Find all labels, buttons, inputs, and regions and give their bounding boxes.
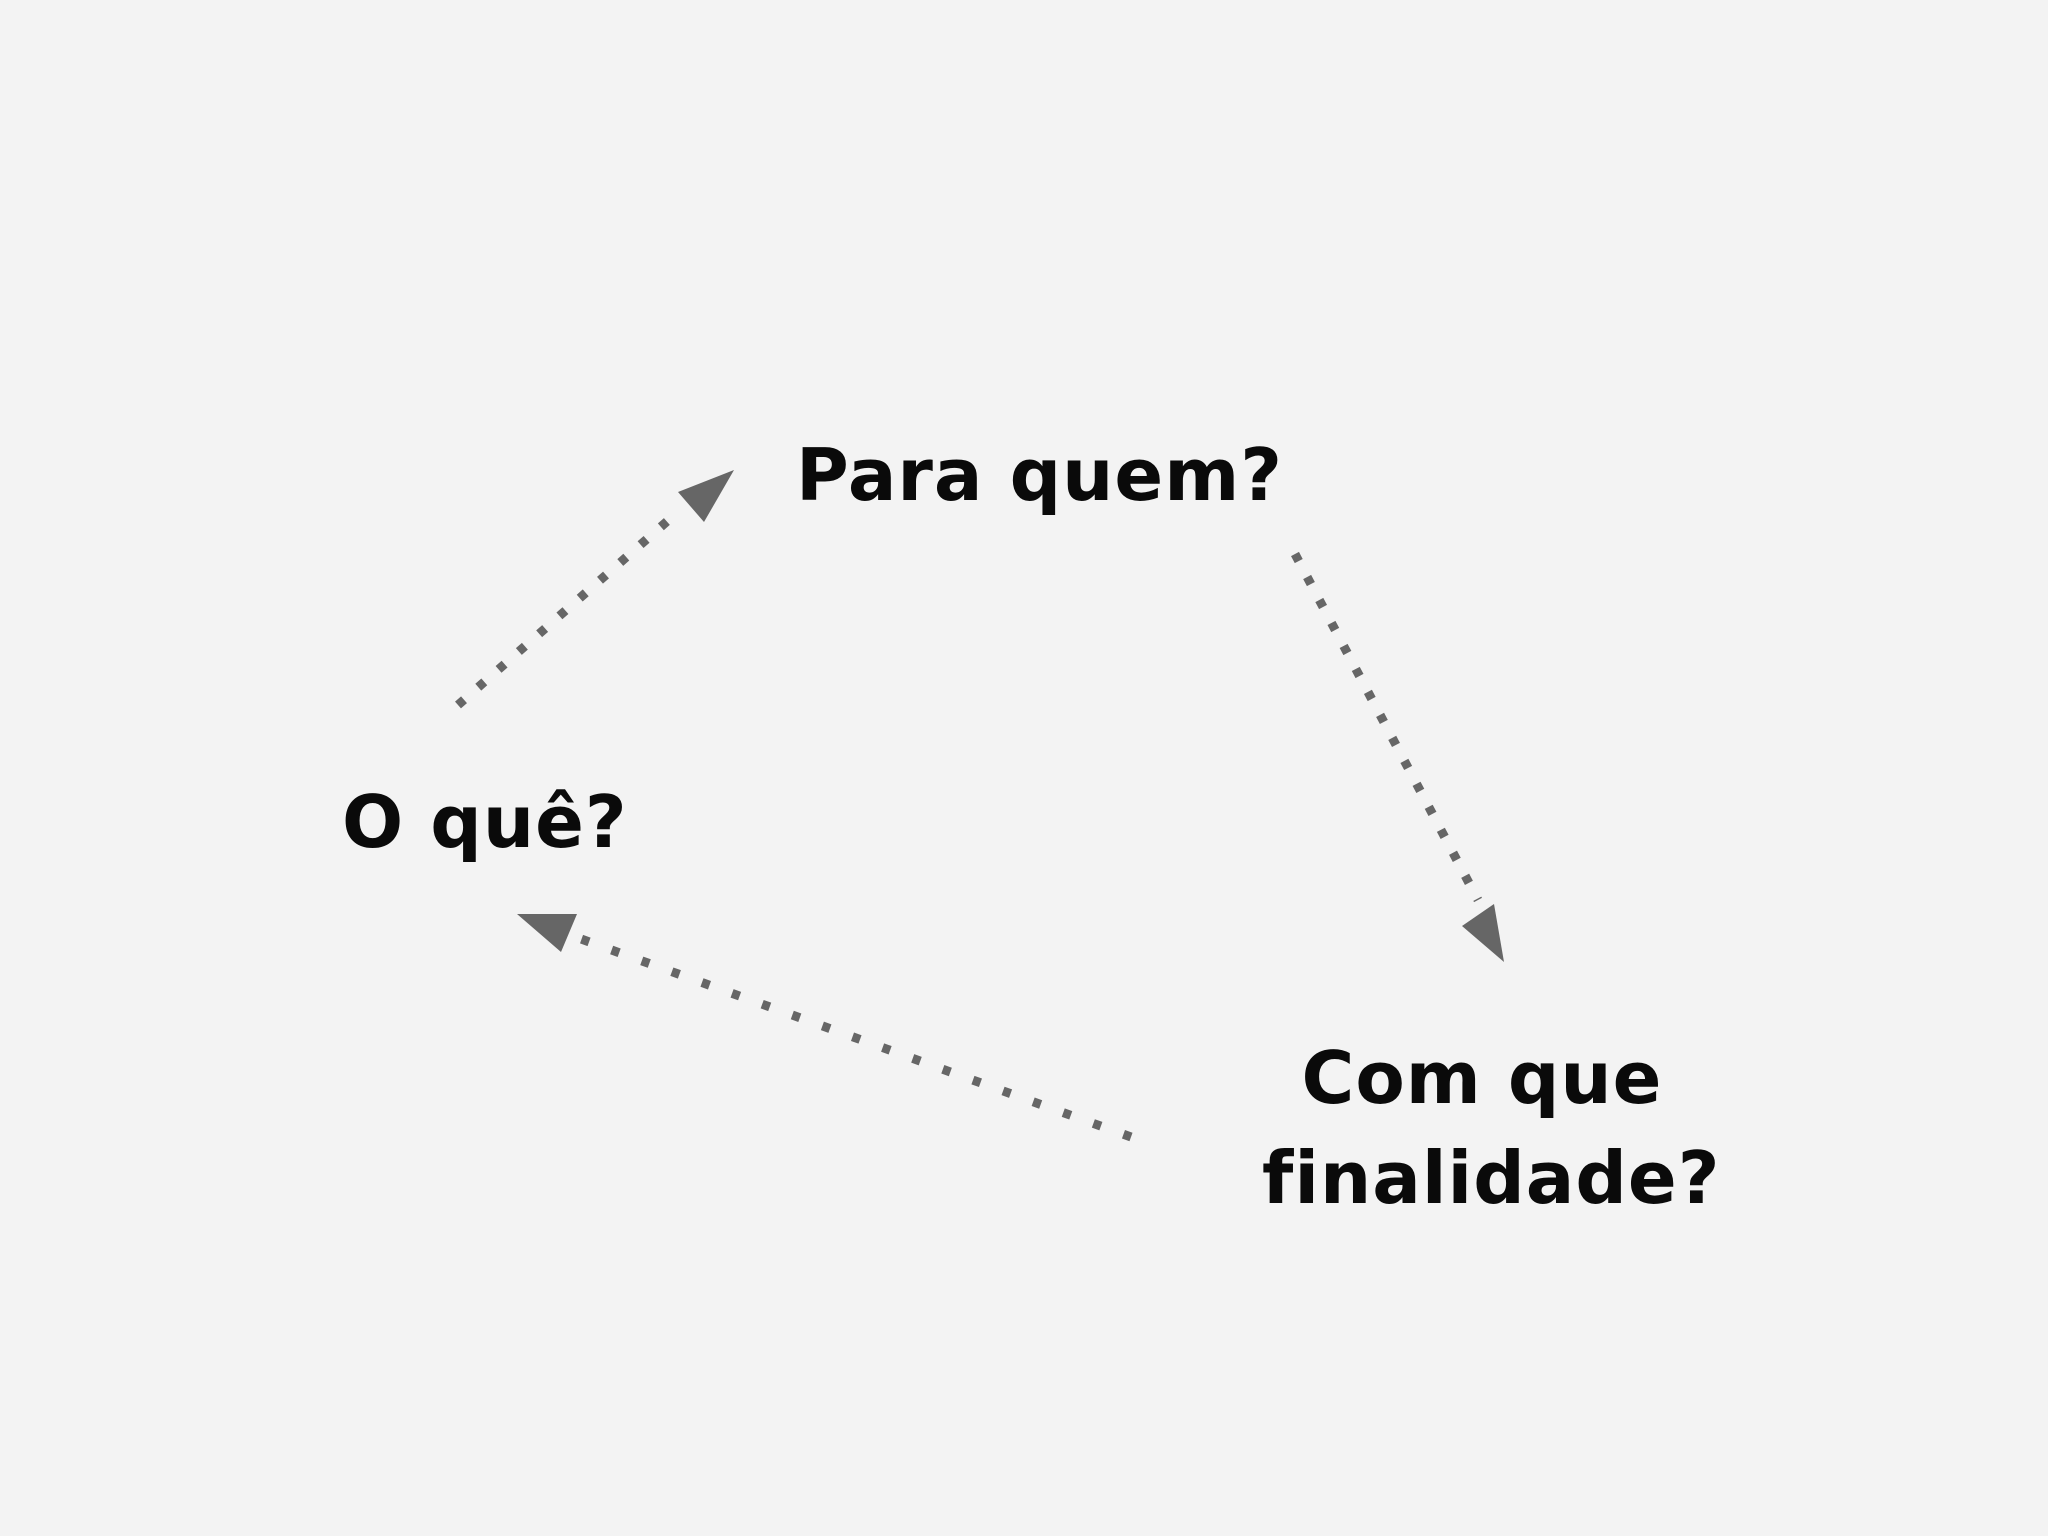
arrow-o-que-to-para-quem-head: [678, 470, 734, 522]
node-com-que-finalidade-line-1: Com que: [1301, 1036, 1663, 1120]
node-com-que-finalidade: Com que finalidade?: [1262, 1028, 1721, 1228]
arrow-finalidade-to-o-que-line: [568, 930, 1133, 1142]
arrow-o-que-to-para-quem: [455, 470, 734, 709]
arrow-para-quem-to-finalidade-head: [1462, 904, 1504, 962]
node-o-que: O quê?: [342, 780, 628, 864]
arrow-para-quem-to-finalidade: [1291, 551, 1504, 962]
node-com-que-finalidade-line-2: finalidade?: [1262, 1136, 1721, 1220]
arrow-finalidade-to-o-que: [517, 914, 1133, 1142]
arrow-para-quem-to-finalidade-line: [1291, 551, 1482, 903]
arrow-finalidade-to-o-que-head: [517, 914, 577, 952]
arrow-o-que-to-para-quem-line: [455, 506, 683, 709]
node-para-quem: Para quem?: [796, 433, 1283, 517]
